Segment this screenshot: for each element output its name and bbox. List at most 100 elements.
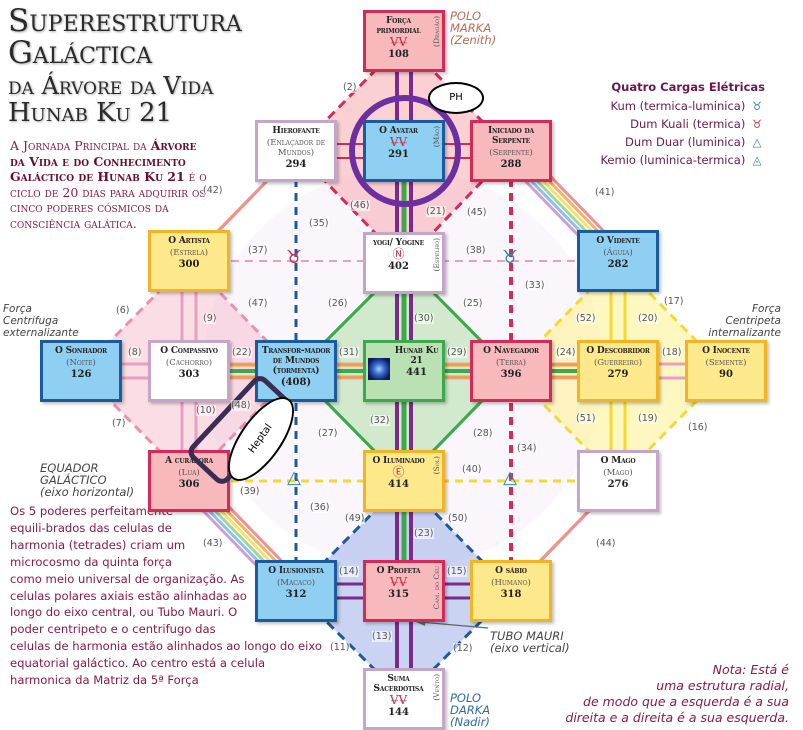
legend-label: Dum Kuali (termica) bbox=[630, 117, 746, 131]
polo-darka-2: DARKA bbox=[450, 703, 491, 717]
node-name: O Descobridor bbox=[586, 346, 650, 356]
connection-label: (21) bbox=[426, 206, 446, 217]
fc-2: Centrifuga bbox=[3, 315, 59, 327]
connection-label: (8) bbox=[128, 347, 142, 358]
connection-label: (22) bbox=[232, 347, 252, 358]
fp-1: Força bbox=[752, 303, 781, 315]
node-content: O Sonhador(Noite)126 bbox=[44, 346, 118, 380]
eq-3: (eixo horizontal) bbox=[40, 485, 135, 499]
polo-darka: POLO DARKA (Nadir) bbox=[450, 692, 490, 728]
legend-label: Kemio (luminica-termica) bbox=[600, 153, 746, 167]
node-name: O sábio bbox=[495, 566, 527, 576]
connection-label: (32) bbox=[370, 415, 390, 426]
legend-item: Dum Kuali (termica) ♉︎ bbox=[600, 115, 765, 133]
connection-label: (40) bbox=[462, 464, 482, 475]
tubo-mauri-arrow bbox=[419, 621, 489, 629]
node-number: 294 bbox=[285, 159, 307, 170]
connection-label: (23) bbox=[414, 528, 434, 539]
node-iniciado: Iniciado da Serpente(Serpente)288 bbox=[470, 120, 552, 182]
node-glyph-icon: V̶V̶ bbox=[389, 693, 408, 707]
dum-duar-icon: △ bbox=[752, 135, 762, 149]
nota-4: direita e a direita é a sua esquerda. bbox=[565, 710, 789, 725]
connection-label: (17) bbox=[664, 296, 684, 307]
connection-label: (33) bbox=[525, 280, 545, 291]
node-name: O Vidente bbox=[596, 236, 640, 246]
polo-darka-3: (Nadir) bbox=[450, 715, 490, 729]
node-content: Iniciado da Serpente(Serpente)288 bbox=[474, 126, 548, 170]
dum-kuali-icon: ♉︎ bbox=[285, 247, 303, 268]
polo-marka: POLO MARKA (Zenith) bbox=[450, 10, 496, 46]
node-sabio: O sábio(Humano)318 bbox=[470, 560, 552, 622]
node-name: O Sonhador bbox=[55, 346, 107, 356]
connection-label: (6) bbox=[116, 305, 130, 316]
dum-duar-icon: △ bbox=[287, 467, 301, 488]
node-content: O Artista(Estrela)300 bbox=[152, 236, 226, 270]
connection-label: (28) bbox=[473, 428, 493, 439]
node-content: O Ilusionista(Macaco)312 bbox=[259, 566, 333, 600]
connection-label: (36) bbox=[310, 502, 330, 513]
node-subtitle: (Mago) bbox=[603, 468, 633, 478]
intro-b: Árvore da Vida e do Conhecimento Galácti… bbox=[10, 138, 197, 184]
title-line-2: Galáctica bbox=[8, 35, 153, 71]
node-subtitle: (Enlaçador de Mundos) bbox=[266, 138, 326, 158]
node-number: 318 bbox=[500, 589, 522, 600]
node-number: 144 bbox=[388, 707, 409, 718]
connection-label: (45) bbox=[467, 207, 487, 218]
kemio-icon: ◬ bbox=[503, 467, 517, 488]
node-number: 402 bbox=[388, 261, 409, 272]
description-paragraph-container: Os 5 poderes perfeitamente equili-brados… bbox=[10, 503, 325, 689]
connection-label: (2) bbox=[343, 82, 357, 93]
connection-label: (19) bbox=[638, 413, 658, 424]
node-hierofante: Hierofante(Enlaçador de Mundos)294 bbox=[255, 120, 337, 182]
connection-label: (29) bbox=[447, 347, 467, 358]
legend-label: Dum Duar (luminica) bbox=[625, 135, 746, 149]
node-number: 126 bbox=[70, 369, 92, 380]
node-name: O Ilusionista bbox=[268, 566, 324, 576]
node-glyph-icon: Ⓔ bbox=[392, 465, 405, 479]
connection-label: (44) bbox=[596, 538, 616, 549]
node-subtitle: (Serpente) bbox=[489, 148, 533, 158]
connection-label: (18) bbox=[662, 347, 682, 358]
connection-label: (9) bbox=[203, 313, 217, 324]
connection-label: (27) bbox=[318, 428, 338, 439]
forca-centripeta: Força Centripeta internalizante bbox=[708, 303, 781, 339]
dum-kuali-icon: ♉︎ bbox=[751, 117, 763, 131]
kum-icon: ♉︎ bbox=[501, 247, 519, 268]
connection-label: (15) bbox=[447, 566, 467, 577]
nota-3: de modo que a esquerda é a sua bbox=[583, 694, 789, 709]
node-name: O Mago bbox=[600, 456, 636, 466]
nota-2: uma estrutura radial, bbox=[656, 678, 789, 693]
node-content: O sábio(Humano)318 bbox=[474, 566, 548, 600]
node-number: 312 bbox=[285, 589, 307, 600]
node-compassivo: O Compassivo(Cachorro)303 bbox=[148, 340, 230, 402]
connection-label: (26) bbox=[328, 298, 348, 309]
node-subtitle: (Cachorro) bbox=[165, 358, 213, 368]
connection-label: (34) bbox=[517, 443, 537, 454]
legend: Quatro Cargas Elétricas Kum (termica-lum… bbox=[600, 80, 765, 169]
fc-1: Força bbox=[3, 303, 32, 315]
title-line-3: da Árvore da Vida bbox=[8, 72, 214, 100]
node-name: Força primordial bbox=[376, 16, 421, 36]
node-name: O Profeta bbox=[376, 566, 421, 576]
node-content: O Mago(Mago)276 bbox=[581, 456, 655, 490]
forca-centrifuga: Força Centrifuga externalizante bbox=[3, 303, 79, 339]
node-number: 108 bbox=[388, 49, 409, 60]
node-number: 303 bbox=[178, 369, 200, 380]
node-name: Hunab Ku 21 bbox=[394, 346, 439, 366]
fp-2: Centripeta bbox=[725, 315, 781, 327]
node-artista: O Artista(Estrela)300 bbox=[148, 230, 230, 292]
connection-label: (42) bbox=[203, 185, 223, 196]
legend-item: Kemio (luminica-termica) ◬ bbox=[600, 151, 765, 169]
node-name: O Navegador bbox=[483, 346, 539, 356]
polo-darka-1: POLO bbox=[450, 691, 482, 705]
node-number: 396 bbox=[500, 369, 522, 380]
legend-title: Quatro Cargas Elétricas bbox=[611, 80, 765, 94]
nota-1: Nota: Está é bbox=[712, 662, 789, 677]
node-number: 288 bbox=[500, 159, 522, 170]
ph-annotation: PH bbox=[428, 82, 484, 114]
